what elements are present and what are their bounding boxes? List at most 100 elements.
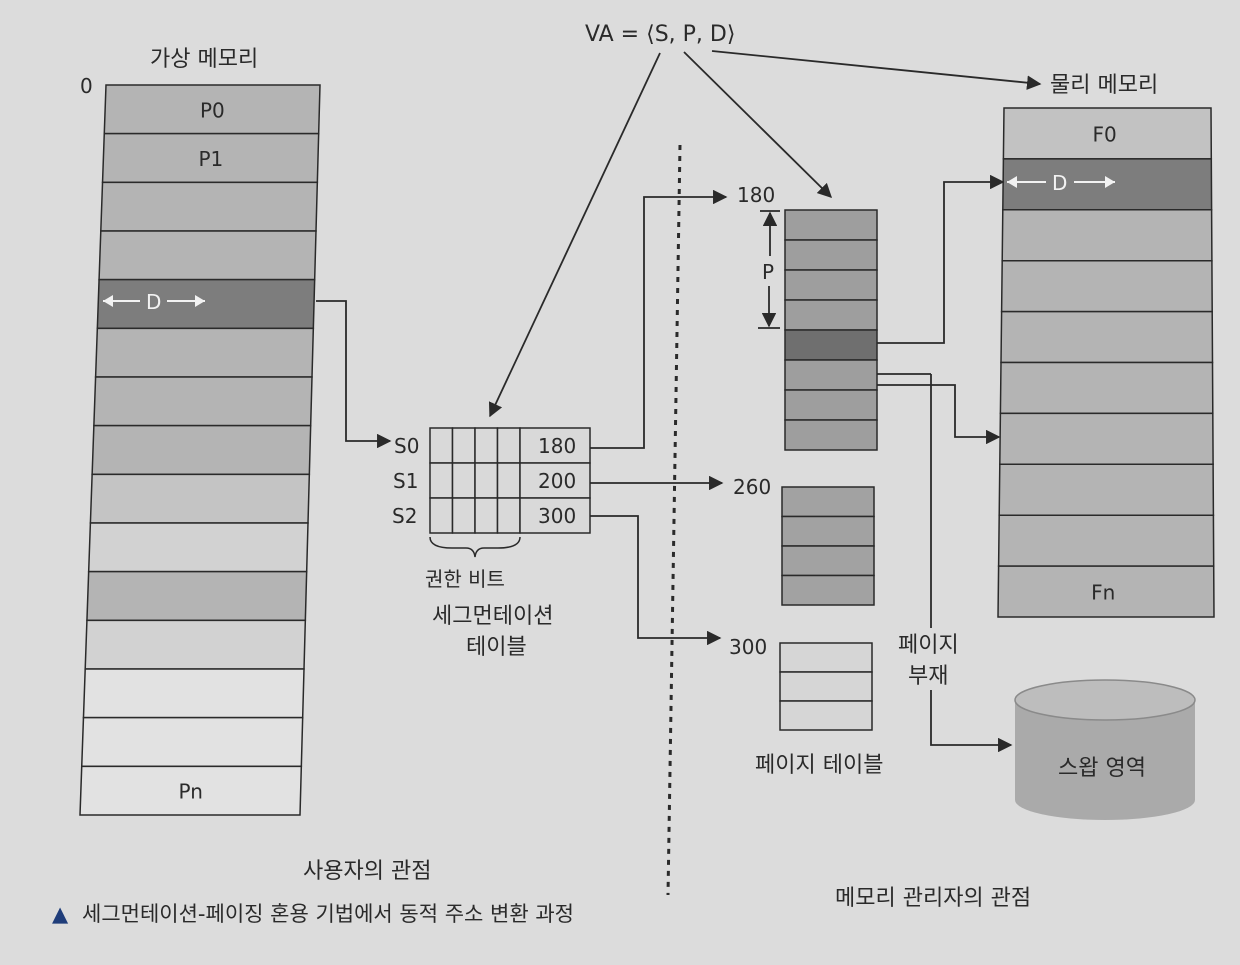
permission-bit-cell [429, 427, 454, 464]
permission-bit-cell [474, 462, 499, 499]
virtual-offset-label: D [146, 290, 161, 314]
virtual-memory-start-address: 0 [80, 74, 93, 98]
page-table-entry [779, 671, 873, 702]
arrow-va-to-page-table [683, 51, 833, 199]
segment-base-cell [519, 427, 591, 464]
page-table-entry [781, 515, 875, 547]
page-table-entry [781, 574, 875, 606]
page-table-180 [784, 209, 878, 451]
physical-offset-arrowhead-left [1007, 176, 1017, 188]
arrow-s2-to-page-table-300 [590, 515, 722, 646]
permission-bit-cell [474, 497, 499, 534]
page-table-entry [781, 486, 875, 518]
page-number-label: P [762, 260, 774, 284]
swap-area: 스왑 영역 [1014, 679, 1196, 820]
arrow-page-entry-to-frame-lower [877, 384, 1001, 445]
permission-bit-cell [496, 497, 521, 534]
virtual-page-label: P1 [198, 147, 223, 171]
segment-table-title-line1: 세그먼테이션 [432, 604, 553, 629]
va-formula: VA = ⟨S, P, D⟩ [585, 22, 735, 47]
virtual-page [86, 570, 308, 622]
arrow-va-to-physical-memory [711, 50, 1042, 90]
page-table-entry [784, 239, 878, 271]
virtual-page-label: P0 [200, 98, 225, 122]
permission-bit-cell [496, 462, 521, 499]
page-table-entry [784, 329, 878, 361]
segment-number-label: S0 [394, 434, 419, 458]
physical-frame [999, 412, 1214, 466]
swap-area-cylinder-top [1014, 679, 1196, 721]
page-table-entry [779, 700, 873, 731]
permission-bits-brace [429, 536, 521, 558]
virtual-page [89, 473, 311, 524]
physical-frame [1001, 209, 1213, 262]
permission-bit-cell [429, 462, 454, 499]
physical-frame [998, 463, 1215, 516]
manager-view-label: 메모리 관리자의 관점 [835, 886, 1031, 911]
virtual-page [98, 230, 317, 281]
segment-base-cell [519, 462, 591, 499]
physical-frame-label: F0 [1093, 122, 1117, 146]
segment-number-label: S1 [393, 469, 418, 493]
virtual-page [80, 716, 304, 768]
permission-bit-cell [496, 427, 521, 464]
page-fault-label-line1: 페이지 [898, 633, 959, 658]
virtual-page [94, 327, 315, 378]
permission-bit-cell [451, 427, 476, 464]
page-table-entry [784, 359, 878, 391]
physical-frame [1000, 310, 1214, 364]
physical-frame-label: Fn [1091, 581, 1115, 605]
physical-offset-arrowhead-right [1105, 176, 1115, 188]
segment-base-cell [519, 497, 591, 534]
virtual-page [79, 765, 303, 816]
permission-bit-cell [451, 497, 476, 534]
virtual-memory-title: 가상 메모리 [150, 47, 258, 72]
page-table-180-start: 180 [737, 183, 775, 207]
page-table-entry [784, 299, 878, 331]
virtual-page [93, 376, 313, 427]
page-table-260 [781, 486, 875, 606]
virtual-page [100, 181, 319, 232]
view-divider [666, 144, 682, 896]
swap-area-label: 스왑 영역 [1058, 756, 1146, 781]
segment-base-value: 200 [538, 469, 576, 493]
page-table-entry [779, 642, 873, 673]
virtual-page [87, 522, 309, 573]
physical-memory-title: 물리 메모리 [1050, 73, 1158, 98]
page-table-entry [784, 389, 878, 421]
virtual-offset-arrowhead-left [103, 295, 113, 307]
permission-bit-cell [429, 497, 454, 534]
arrow-va-to-segment-table [488, 52, 661, 418]
page-table-entry [781, 545, 875, 577]
segment-number-label: S2 [392, 504, 417, 528]
figure-caption: 세그먼테이션-페이징 혼용 기법에서 동적 주소 변환 과정 [82, 902, 574, 926]
page-table-entry [784, 209, 878, 241]
arrow-virtual-page-to-segment-table [316, 300, 392, 449]
physical-frame [999, 361, 1214, 415]
page-table-300-start: 300 [729, 635, 767, 659]
flow-arrows [316, 50, 1042, 753]
virtual-page [82, 668, 305, 719]
page-tables: 180 260 300 P 페이지 테이블 [729, 183, 883, 778]
page-table-entry [784, 419, 878, 451]
page-fault-label-line2: 부재 [908, 664, 948, 689]
user-view-label: 사용자의 관점 [303, 859, 431, 884]
virtual-page [96, 278, 316, 330]
arrow-s0-to-page-table-180 [590, 189, 728, 449]
permission-bit-cell [451, 462, 476, 499]
virtual-page [84, 619, 307, 670]
segment-base-value: 300 [538, 504, 576, 528]
permission-bit-cell [474, 427, 499, 464]
virtual-page-label: Pn [179, 780, 203, 804]
virtual-page [91, 424, 312, 476]
page-table-entry [784, 269, 878, 301]
physical-frame [1000, 259, 1213, 313]
physical-offset-label: D [1052, 171, 1067, 195]
page-table-caption: 페이지 테이블 [755, 753, 883, 778]
